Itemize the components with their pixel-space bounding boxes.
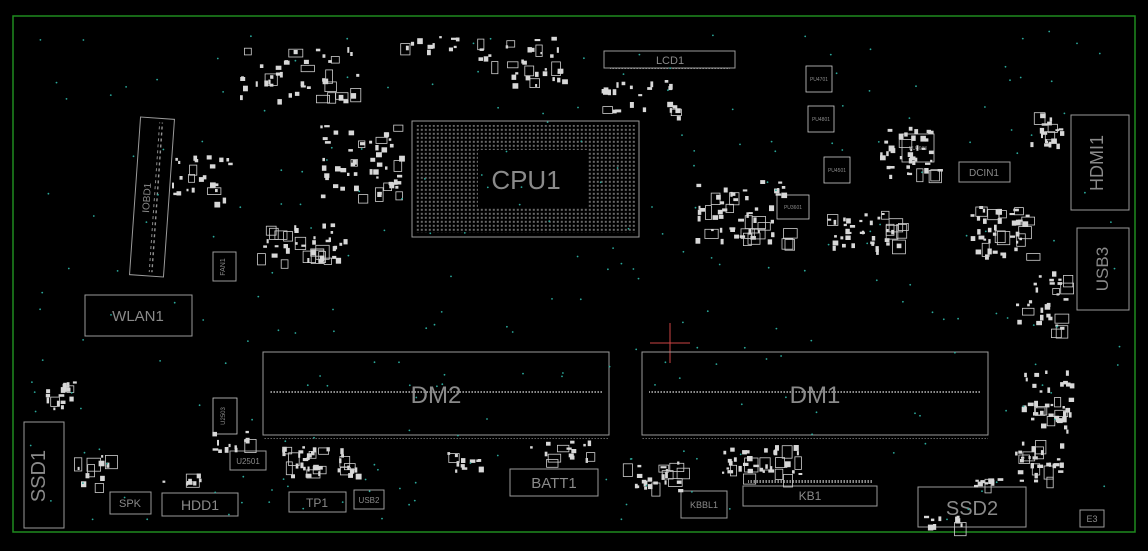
spk-connector[interactable]: SPK bbox=[109, 491, 152, 515]
cpu-label: CPU1 bbox=[491, 165, 560, 195]
power-ic-pu3[interactable]: PU4801 bbox=[807, 105, 835, 133]
ssd2-connector[interactable]: SSD2 bbox=[917, 486, 1027, 528]
crosshair-marker bbox=[650, 323, 690, 363]
iobd-label: IOBD1 bbox=[141, 182, 154, 213]
u2503-label: U2503 bbox=[221, 407, 227, 425]
pu4-label: PU4501 bbox=[828, 168, 846, 174]
fan-label: FAN1 bbox=[220, 258, 227, 276]
e3-pad[interactable]: E3 bbox=[1079, 509, 1105, 528]
dimm-slot-dm1[interactable]: DM1 bbox=[641, 351, 989, 439]
ssd1-connector[interactable]: SSD1 bbox=[23, 421, 65, 529]
u2501-label: U2501 bbox=[236, 457, 260, 466]
via-field bbox=[29, 30, 1121, 521]
u2501-chip[interactable]: U2501 bbox=[229, 450, 267, 471]
dcin-connector[interactable]: DCIN1 bbox=[958, 161, 1011, 183]
ssd2-label: SSD2 bbox=[946, 498, 998, 520]
usb2-label: USB2 bbox=[359, 496, 380, 505]
usb3-label: USB3 bbox=[1093, 247, 1112, 291]
e3-label: E3 bbox=[1086, 514, 1097, 524]
tp-connector[interactable]: TP1 bbox=[288, 491, 347, 513]
batt-connector[interactable]: BATT1 bbox=[509, 468, 599, 497]
lcd-label: LCD1 bbox=[656, 55, 684, 67]
hdmi-connector[interactable]: HDMI1 bbox=[1070, 114, 1130, 211]
usb3-connector[interactable]: USB3 bbox=[1076, 227, 1130, 311]
u2503-chip[interactable]: U2503 bbox=[212, 397, 238, 435]
ssd1-label: SSD1 bbox=[28, 450, 50, 502]
power-ic-pu2[interactable]: PU4701 bbox=[805, 65, 833, 93]
pu2-label: PU4701 bbox=[810, 77, 828, 83]
board-outline bbox=[12, 15, 1136, 533]
power-ic-pu5[interactable]: PU3601 bbox=[776, 194, 810, 220]
pu3-label: PU4801 bbox=[812, 117, 830, 123]
fan-connector[interactable]: FAN1 bbox=[212, 251, 237, 282]
kbbl-label: KBBL1 bbox=[690, 500, 718, 510]
batt-label: BATT1 bbox=[531, 475, 577, 492]
passive-components bbox=[45, 36, 1075, 537]
dm2-label: DM2 bbox=[411, 382, 462, 409]
dcin-label: DCIN1 bbox=[969, 168, 999, 179]
tp-label: TP1 bbox=[306, 496, 328, 510]
wlan-connector[interactable]: WLAN1 bbox=[84, 294, 193, 337]
power-ic-pu4[interactable]: PU4501 bbox=[823, 156, 851, 184]
wlan-label: WLAN1 bbox=[112, 308, 164, 325]
pu5-label: PU3601 bbox=[784, 205, 802, 211]
kbbl-connector[interactable]: KBBL1 bbox=[680, 490, 728, 519]
iobd-connector[interactable]: IOBD1 bbox=[128, 116, 176, 278]
dm1-label: DM1 bbox=[790, 382, 841, 409]
hdd-label: HDD1 bbox=[181, 497, 219, 513]
spk-label: SPK bbox=[119, 498, 142, 510]
hdmi-label: HDMI1 bbox=[1087, 135, 1107, 191]
dimm-slot-dm2[interactable]: DM2 bbox=[262, 351, 610, 439]
kb-connector[interactable]: KB1 bbox=[742, 480, 878, 507]
cpu-footprint[interactable]: CPU1 bbox=[411, 120, 640, 238]
kb-label: KB1 bbox=[799, 489, 822, 503]
usb2-connector[interactable]: USB2 bbox=[353, 489, 385, 510]
hdd-connector[interactable]: HDD1 bbox=[161, 492, 239, 517]
